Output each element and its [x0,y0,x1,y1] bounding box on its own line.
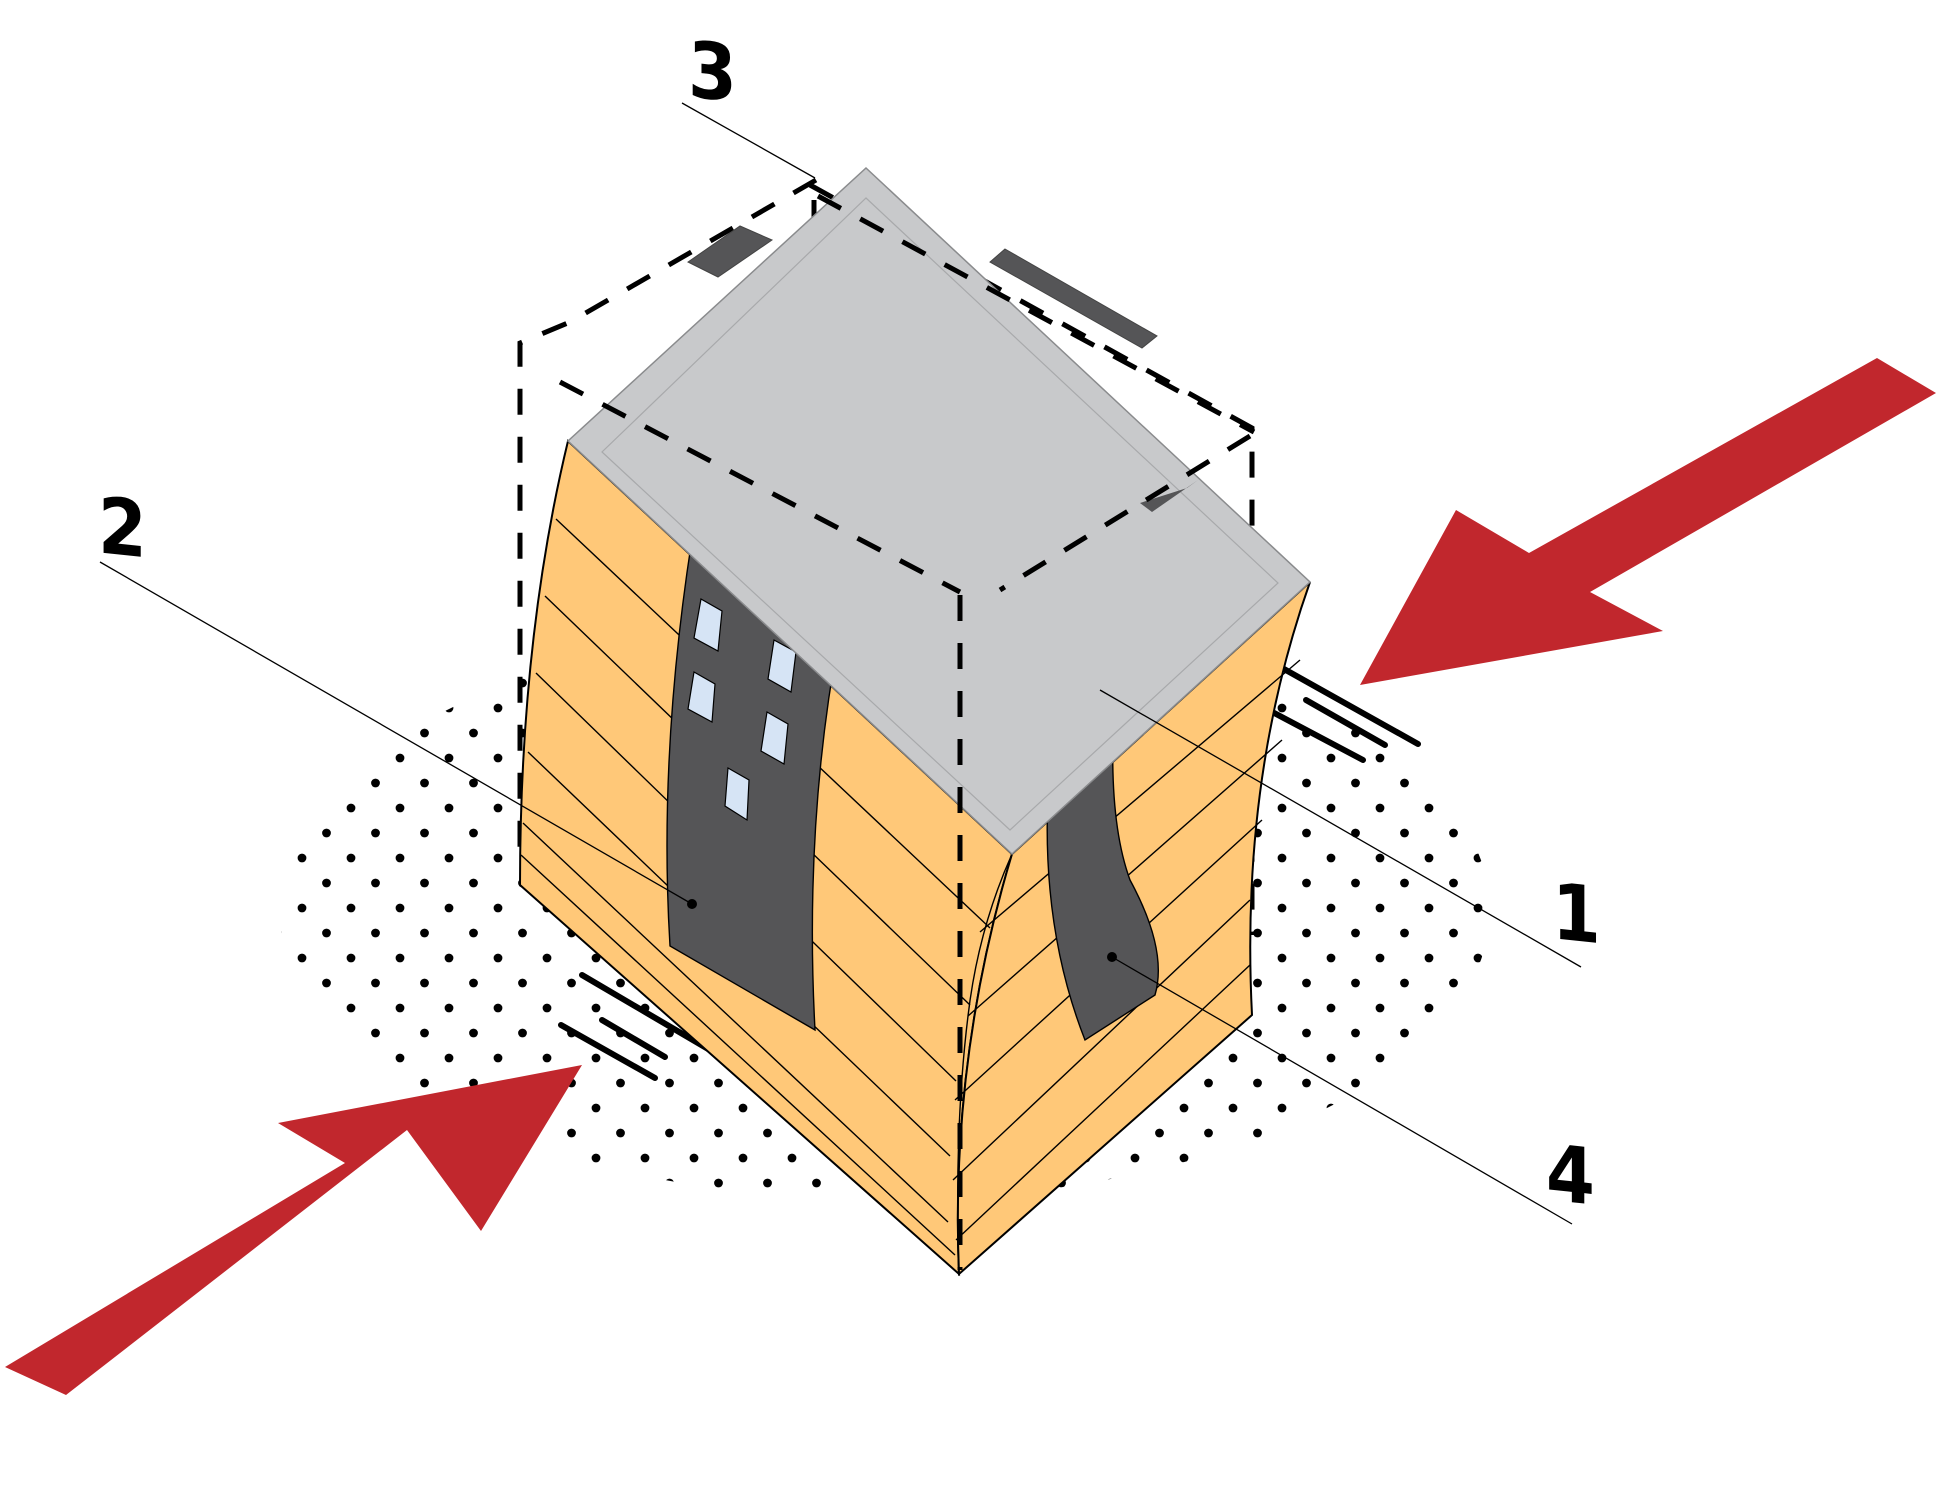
callout-label-3: 3 [688,25,737,121]
leader-1 [1099,689,1582,968]
leader-3 [681,102,816,179]
roof-parapet-block [989,248,1158,349]
leader-2 [99,561,693,905]
original-envelope-dashed-front [558,193,1256,1270]
callout-label-2: 2 [98,480,147,576]
leader-4 [1111,956,1573,1225]
callout-labels: 3 2 1 4 [98,25,1601,1224]
window [760,711,789,765]
wind-arrow-lower-left [5,1065,582,1395]
window [687,671,716,723]
wind-hatch-lower-left [558,972,718,1081]
callout-label-4: 4 [1546,1128,1595,1224]
wind-arrow-upper-right [1360,358,1936,685]
callout-label-1: 1 [1552,866,1601,962]
leader-lines [99,102,1582,1225]
window [767,639,797,693]
roof-parapet-block [687,225,774,278]
roof [566,166,1312,856]
wind-hatch-upper-right [1260,666,1421,763]
window [693,598,723,652]
roof-parapet-block [1140,480,1198,512]
window [724,767,750,822]
